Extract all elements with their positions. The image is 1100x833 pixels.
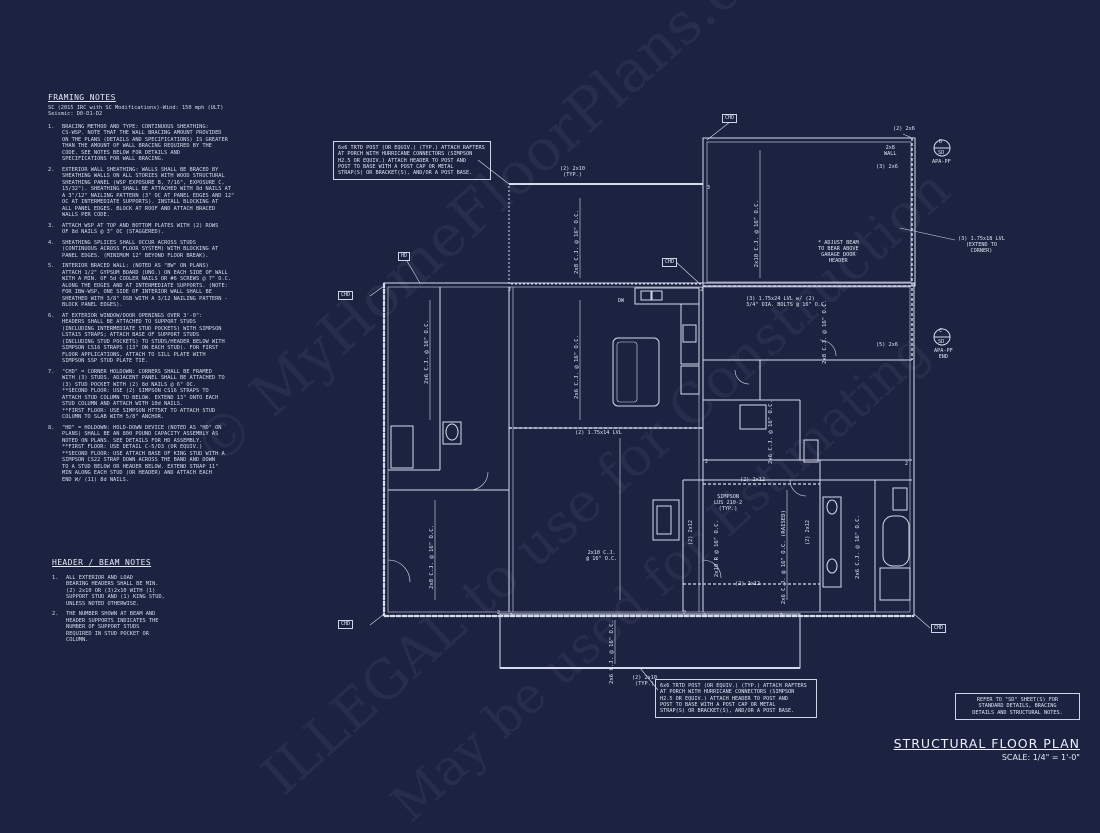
- svg-text:2: 2: [683, 610, 686, 616]
- svg-text:2: 2: [905, 461, 908, 467]
- chd-tag-garage: CHD: [662, 258, 678, 267]
- header-beam-note-item: 1. ALL EXTERIOR AND LOAD BEARING HEADERS …: [52, 575, 182, 608]
- framing-note-item-text: ATTACH WSP AT TOP AND BOTTOM PLATES WITH…: [62, 222, 219, 236]
- joist-label-1: 2x6 C.J. @ 16" O.C.: [424, 320, 430, 384]
- framing-notes-title: FRAMING NOTES: [48, 93, 116, 102]
- hd-tag: HD: [398, 252, 411, 261]
- header-2x6-top: (2) 2x6: [893, 126, 915, 132]
- framing-note-item: 2. EXTERIOR WALL SHEATHING: WALLS SHALL B…: [48, 167, 268, 219]
- framing-note-item-text: SHEATHING SPLICES SHALL OCCUR ACROSS STU…: [62, 239, 219, 259]
- framing-notes-subtitle-2: Seismic: D0-D1-D2: [48, 111, 103, 117]
- framing-note-item: 3. ATTACH WSP AT TOP AND BOTTOM PLATES WI…: [48, 223, 268, 236]
- section-marker-c-letter: C: [939, 328, 943, 334]
- framing-note-item-number: 1.: [48, 123, 55, 130]
- section-marker-c-sheet: SD: [938, 339, 945, 345]
- svg-text:2: 2: [703, 613, 706, 619]
- section-marker-d-label: APA-PF: [932, 159, 951, 165]
- framing-note-item: 6. AT EXTERIOR WINDOW/DOOR OPENINGS OVER …: [48, 313, 268, 365]
- framing-note-item-number: 4.: [48, 239, 55, 246]
- framing-note-item-number: 3.: [48, 222, 55, 229]
- framing-notes: FRAMING NOTES SC (2015 IRC with SC Modif…: [48, 93, 268, 487]
- framing-note-item-text: INTERIOR BRACED WALL: (NOTED AS "BW" ON …: [62, 263, 232, 308]
- lvl-corner-note: (3) 1.75x18 LVL (EXTEND TO CORNER): [958, 236, 1005, 254]
- framing-note-item-number: 7.: [48, 368, 55, 375]
- adjust-beam-note: * ADJUST BEAM TO BEAR ABOVE GARAGE DOOR …: [818, 240, 859, 264]
- sheet-scale: SCALE: 1/4" = 1'-0": [1001, 753, 1080, 762]
- header-beam-notes-title: HEADER / BEAM NOTES: [52, 558, 152, 567]
- framing-note-item-text: EXTERIOR WALL SHEATHING: WALLS SHALL BE …: [62, 166, 235, 219]
- framing-note-item-number: 6.: [48, 312, 55, 319]
- refer-sd-callout: REFER TO "SD" SHEET(S) FOR STANDARD DETA…: [955, 693, 1080, 720]
- chd-tag-left-bottom: CHD: [338, 620, 354, 629]
- joist-label-4: 2x10 C.J. @ 16" O.C.: [754, 200, 760, 268]
- header-beam-note-item-text: THE NUMBER SHOWN AT BEAM AND HEADER SUPP…: [66, 611, 159, 643]
- header-2x10-bottom: (2) 2x10 (TYP.): [632, 675, 657, 687]
- simpson-hanger-note: SIMPSON LUS 210-2 (TYP.): [714, 494, 743, 512]
- joist-label-6: 2x6 C.J. @ 16" O.C.: [609, 620, 615, 684]
- header-2x12-b: (2) 2x12: [735, 581, 760, 587]
- joist-label-5: 2x8 C.J. @ 16" O.C.: [429, 525, 435, 589]
- svg-text:2: 2: [508, 287, 511, 293]
- svg-text:2: 2: [700, 287, 703, 293]
- svg-text:2: 2: [780, 613, 783, 619]
- joist-label-2: 2x8 C.J. @ 16" O.C.: [574, 210, 580, 274]
- header-beam-note-item-number: 1.: [52, 574, 59, 581]
- chd-tag-left-top: CHD: [338, 291, 354, 300]
- lvl-bolts-note: (3) 1.75x24 LVL w/ (2) 3/4" DIA. BOLTS @…: [746, 296, 828, 308]
- header-3-2x6: (3) 2x6: [876, 164, 898, 170]
- framing-note-item-text: "CHD" = CORNER HOLDOWN: CORNERS SHALL BE…: [62, 368, 225, 421]
- svg-text:2: 2: [705, 459, 708, 465]
- framing-note-item-text: AT EXTERIOR WINDOW/DOOR OPENINGS OVER 3'…: [62, 312, 225, 365]
- section-marker-d-sheet: SD: [938, 150, 945, 156]
- section-marker-c-label: APA-PF END: [934, 348, 953, 360]
- framing-note-item: 4. SHEATHING SPLICES SHALL OCCUR ACROSS S…: [48, 240, 268, 260]
- porch-post-callout-bottom: 6x6 TRTD POST (OR EQUIV.) (TYP.) ATTACH …: [655, 679, 817, 719]
- framing-note-item-number: 8.: [48, 424, 55, 431]
- ceiling-joist-mid: 2x10 C.J. @ 16" O.C.: [586, 550, 618, 562]
- framing-notes-list: 1. BRACING METHOD AND TYPE: CONTINUOUS SH…: [48, 124, 268, 484]
- header-beam-notes: HEADER / BEAM NOTES 1. ALL EXTERIOR AND L…: [52, 558, 182, 648]
- svg-text:2: 2: [497, 610, 500, 616]
- joist-label-10: 2x6 C.J. @ 16" O.C.: [855, 515, 861, 579]
- chd-tag-right-bottom: CHD: [931, 624, 947, 633]
- header-2x12-d: (2) 2x12: [805, 520, 811, 545]
- framing-note-item-number: 5.: [48, 263, 55, 269]
- svg-text:2: 2: [510, 613, 513, 619]
- header-2x12-c: (2) 2x12: [688, 520, 694, 545]
- joist-label-8: 2x6 C.J. @ 16" O.C.: [768, 400, 774, 464]
- framing-note-item: 5. INTERIOR BRACED WALL: (NOTED AS "BW" O…: [48, 263, 268, 309]
- header-5-2x6: (5) 2x6: [876, 342, 898, 348]
- framing-note-item-text: "HD" = HOLDOWN: HOLD-DOWN DEVICE (NOTED …: [62, 424, 225, 483]
- joist-label-11: 2x10 R @ 16" O.C.: [714, 520, 720, 578]
- framing-note-item-number: 2.: [48, 166, 55, 173]
- header-2x10-top: (2) 2x10 (TYP.): [560, 166, 585, 178]
- header-2x12-a: (2) 2x12: [740, 477, 765, 483]
- lvl-mid-beam: (2) 1.75x14 LVL: [575, 430, 622, 436]
- chd-tag-top: CHD: [722, 114, 738, 123]
- framing-note-item: 7. "CHD" = CORNER HOLDOWN: CORNERS SHALL …: [48, 369, 268, 421]
- joist-label-3: 2x6 C.J. @ 16" O.C.: [574, 335, 580, 399]
- header-beam-note-item: 2. THE NUMBER SHOWN AT BEAM AND HEADER SU…: [52, 611, 182, 644]
- sheet-title: STRUCTURAL FLOOR PLAN: [893, 736, 1080, 751]
- framing-note-item: 1. BRACING METHOD AND TYPE: CONTINUOUS SH…: [48, 124, 268, 163]
- header-beam-note-item-number: 2.: [52, 611, 59, 617]
- porch-post-callout-top: 6x6 TRTD POST (OR EQUIV.) (TYP.) ATTACH …: [333, 141, 491, 181]
- framing-note-item-text: BRACING METHOD AND TYPE: CONTINUOUS SHEA…: [62, 123, 228, 163]
- wall-2x8: 2x8 WALL: [884, 145, 897, 157]
- joist-label-9: 2x6 C.J. @ 16" O.C. (RAISED): [781, 510, 787, 605]
- framing-notes-subtitle-1: SC (2015 IRC with SC Modifications)-Wind…: [48, 104, 224, 111]
- header-beam-note-item-text: ALL EXTERIOR AND LOAD BEARING HEADERS SH…: [66, 574, 165, 607]
- section-marker-d-letter: D: [939, 139, 943, 145]
- svg-text:DW: DW: [618, 298, 625, 304]
- framing-note-item: 8. "HD" = HOLDOWN: HOLD-DOWN DEVICE (NOTE…: [48, 425, 268, 484]
- header-beam-notes-list: 1. ALL EXTERIOR AND LOAD BEARING HEADERS …: [52, 575, 182, 644]
- joist-label-7: 2x8 C.J. @ 16" O.C.: [822, 300, 828, 364]
- svg-text:3: 3: [707, 185, 710, 191]
